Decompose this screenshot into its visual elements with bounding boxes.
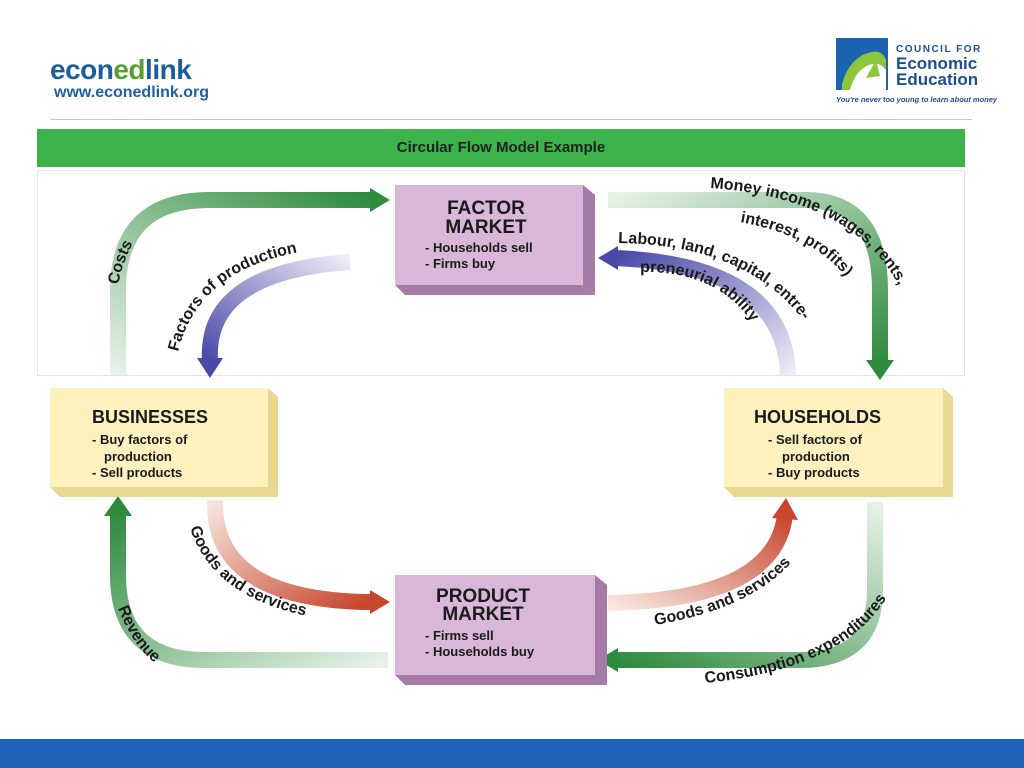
factor-market-item: - Firms buy xyxy=(425,256,496,271)
logo-suffix: link xyxy=(145,54,192,85)
revenue-arrow xyxy=(104,496,388,668)
cee-tagline: You're never too young to learn about mo… xyxy=(836,95,998,104)
goods-services-left-arrow xyxy=(206,499,390,614)
cee-council-for: COUNCIL FOR xyxy=(896,44,982,55)
labour-land-arrow xyxy=(598,246,796,376)
factor-market-box: FACTOR MARKET - Households sell - Firms … xyxy=(395,185,595,295)
businesses-item: - Buy factors of xyxy=(92,432,188,447)
factors-of-production-arrow xyxy=(197,254,351,378)
businesses-item: production xyxy=(104,449,172,464)
logo-ed: ed xyxy=(113,54,146,85)
diagram-title: Circular Flow Model Example xyxy=(396,139,606,156)
product-market-box: PRODUCT MARKET - Firms sell - Households… xyxy=(395,575,607,685)
product-market-item: - Households buy xyxy=(425,644,535,659)
header-divider xyxy=(50,119,972,120)
footer-bar xyxy=(0,739,1024,768)
product-market-title-2: MARKET xyxy=(442,604,524,625)
costs-arrow xyxy=(110,188,390,375)
diagram-title-bar: Circular Flow Model Example xyxy=(37,129,965,167)
businesses-title: BUSINESSES xyxy=(92,407,208,427)
households-title: HOUSEHOLDS xyxy=(754,407,881,427)
cee-education: Education xyxy=(896,70,979,89)
logo-prefix: econ xyxy=(50,54,114,85)
cee-economic: Economic xyxy=(896,54,978,73)
factor-market-title-1: FACTOR xyxy=(447,198,525,219)
econedlink-logo[interactable]: econedlink xyxy=(50,54,192,86)
consumption-arrow xyxy=(598,502,883,672)
factor-market-title-2: MARKET xyxy=(445,217,527,238)
businesses-item: - Sell products xyxy=(92,465,182,480)
households-item: - Buy products xyxy=(768,465,860,480)
econedlink-url[interactable]: www.econedlink.org xyxy=(54,84,209,101)
households-item: - Sell factors of xyxy=(768,432,863,447)
costs-label: Costs xyxy=(105,237,136,286)
factor-market-item: - Households sell xyxy=(425,240,533,255)
goods-services-right-arrow xyxy=(607,498,798,611)
money-income-arrow xyxy=(608,192,894,380)
households-box: HOUSEHOLDS - Sell factors of production … xyxy=(724,388,953,497)
cee-economic-education: Economic Education xyxy=(896,54,979,89)
product-market-title-1: PRODUCT xyxy=(436,586,530,607)
businesses-box: BUSINESSES - Buy factors of production -… xyxy=(50,388,278,497)
households-item: production xyxy=(782,449,850,464)
cee-logo-mark xyxy=(836,38,888,90)
product-market-item: - Firms sell xyxy=(425,628,494,643)
revenue-label: Revenue xyxy=(114,603,163,666)
